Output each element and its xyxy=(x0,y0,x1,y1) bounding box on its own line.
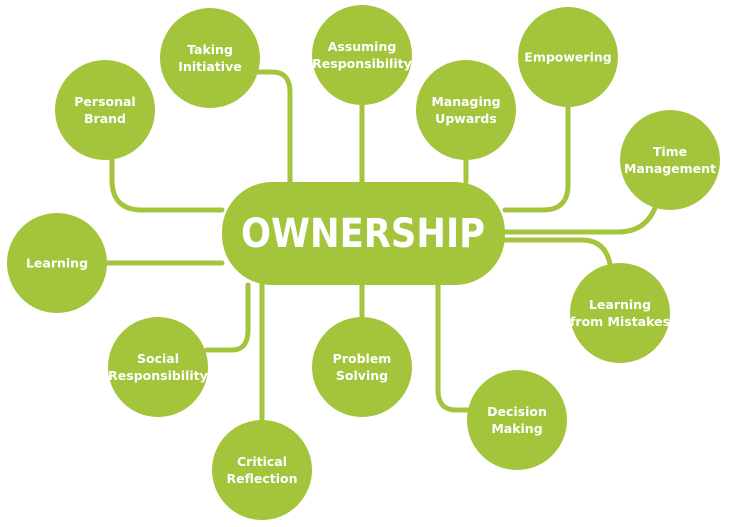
node-label-managing-upwards: Upwards xyxy=(435,111,497,126)
node-circle-learning xyxy=(7,213,107,313)
node-label-taking-initiative: Initiative xyxy=(178,59,241,74)
connectors xyxy=(104,69,658,423)
node-label-problem-solving: Problem xyxy=(333,351,392,366)
connector-decision-making xyxy=(435,282,471,413)
node-label-learning: Learning xyxy=(26,256,88,271)
node-circle-managing-upwards xyxy=(416,60,516,160)
node-label-decision-making: Decision xyxy=(487,404,547,419)
node-label-assuming-responsibility: Responsibility xyxy=(312,56,412,71)
node-label-time-management: Time xyxy=(653,144,687,159)
node-label-learning-from-mistakes: Learning xyxy=(589,297,651,312)
node-label-social-responsibility: Social xyxy=(137,351,179,366)
node-label-personal-brand: Personal xyxy=(74,94,135,109)
node-label-empowering: Empowering xyxy=(524,50,611,65)
node-circle-assuming-responsibility xyxy=(312,5,412,105)
node-label-decision-making: Making xyxy=(491,421,542,436)
node-label-taking-initiative: Taking xyxy=(187,42,233,57)
node-empowering: Empowering xyxy=(518,7,618,107)
node-label-personal-brand: Brand xyxy=(84,111,126,126)
topic-nodes: PersonalBrandTakingInitiativeAssumingRes… xyxy=(7,5,720,520)
node-learning: Learning xyxy=(7,213,107,313)
node-circle-empowering xyxy=(518,7,618,107)
node-label-critical-reflection: Reflection xyxy=(226,471,297,486)
hub-shape xyxy=(222,182,505,285)
node-label-assuming-responsibility: Assuming xyxy=(328,39,397,54)
connector-taking-initiative xyxy=(255,69,293,185)
node-circle-critical-reflection xyxy=(212,420,312,520)
node-circle-problem-solving xyxy=(312,317,412,417)
node-learning-from-mistakes: Learning from Mistakes xyxy=(570,263,670,363)
connector-time-management xyxy=(502,205,658,235)
node-circle-time-management xyxy=(620,110,720,210)
node-label-problem-solving: Solving xyxy=(336,368,388,383)
node-circle-learning-from-mistakes xyxy=(570,263,670,363)
node-circle-taking-initiative xyxy=(160,8,260,108)
node-label-critical-reflection: Critical xyxy=(237,454,287,469)
node-label-learning-from-mistakes: from Mistakes xyxy=(570,314,670,329)
node-circle-decision-making xyxy=(467,370,567,470)
node-circle-personal-brand xyxy=(55,60,155,160)
node-circle-social-responsibility xyxy=(108,317,208,417)
node-label-time-management: Management xyxy=(624,161,716,176)
connector-personal-brand xyxy=(109,157,225,213)
connector-empowering xyxy=(502,104,571,213)
node-label-managing-upwards: Managing xyxy=(431,94,500,109)
node-label-social-responsibility: Responsibility xyxy=(108,368,208,383)
connector-learning-from-mistakes xyxy=(492,237,613,267)
connector-social-responsibility xyxy=(204,282,251,353)
ownership-hub: OWNERSHIP xyxy=(222,182,505,285)
hub-label: OWNERSHIP xyxy=(241,211,485,257)
